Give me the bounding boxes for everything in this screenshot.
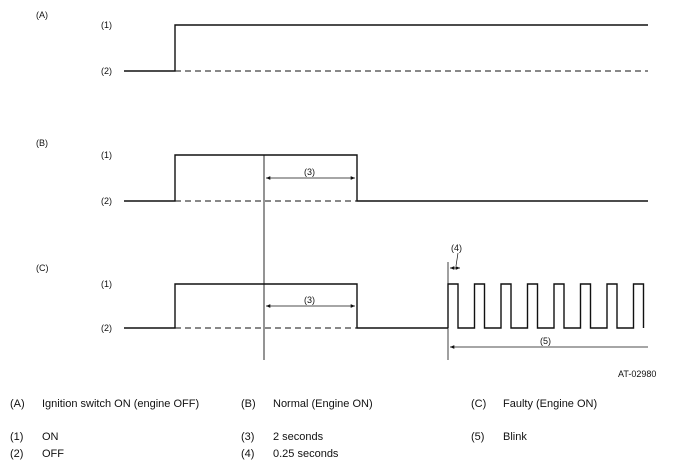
legend-1-key: (1) [10,431,24,443]
legend-b-text: Normal (Engine ON) [273,398,373,410]
legend-a: (A) Ignition switch ON (engine OFF) [10,398,199,410]
legend-2-text: OFF [42,448,64,460]
legend-3: (3) 2 seconds [241,431,323,443]
panel-a-signal [124,24,648,72]
blink-duration-label: (5) [540,336,551,346]
legend-1-text: ON [42,431,59,443]
panel-c-off-label: (2) [101,323,112,333]
legend-3-key: (3) [241,431,255,443]
legend-4: (4) 0.25 seconds [241,448,338,460]
panel-c-on-label: (1) [101,279,112,289]
legend-5-key: (5) [471,431,485,443]
panel-c-signal [124,283,448,329]
panel-a-on-label: (1) [101,20,112,30]
legend-5-text: Blink [503,431,527,443]
legend-4-key: (4) [241,448,255,460]
legend-3-text: 2 seconds [273,431,324,443]
legend-2-key: (2) [10,448,24,460]
legend-a-text: Ignition switch ON (engine OFF) [42,398,200,410]
legend-2: (2) OFF [10,448,64,460]
panel-b-off-label: (2) [101,196,112,206]
panel-c-dimension-label: (3) [304,295,315,305]
legend-c: (C) Faulty (Engine ON) [471,398,597,410]
legend-c-text: Faulty (Engine ON) [503,398,598,410]
figure-code: AT-02980 [618,369,656,379]
panel-b-on-label: (1) [101,150,112,160]
panel-b-signal [124,154,648,202]
timing-diagram: (A) (1) (2) (B) (1) (2) (3) (C) (1) (2) … [36,10,656,379]
pulse-width-label: (4) [451,243,462,253]
legend-1: (1) ON [10,431,59,443]
legend-b: (B) Normal (Engine ON) [241,398,373,410]
legend-4-text: 0.25 seconds [273,448,339,460]
legend-b-key: (B) [241,398,256,410]
panel-a-tag: (A) [36,10,48,20]
panel-c-tag: (C) [36,263,49,273]
pulse-width-leader [455,252,459,267]
panel-a-off-label: (2) [101,66,112,76]
panel-b-tag: (B) [36,138,48,148]
legend-c-key: (C) [471,398,487,410]
panel-c-blink-pulses [447,283,645,329]
panel-b-dimension-label: (3) [304,167,315,177]
legend-a-key: (A) [10,398,25,410]
legend-5: (5) Blink [471,431,527,443]
